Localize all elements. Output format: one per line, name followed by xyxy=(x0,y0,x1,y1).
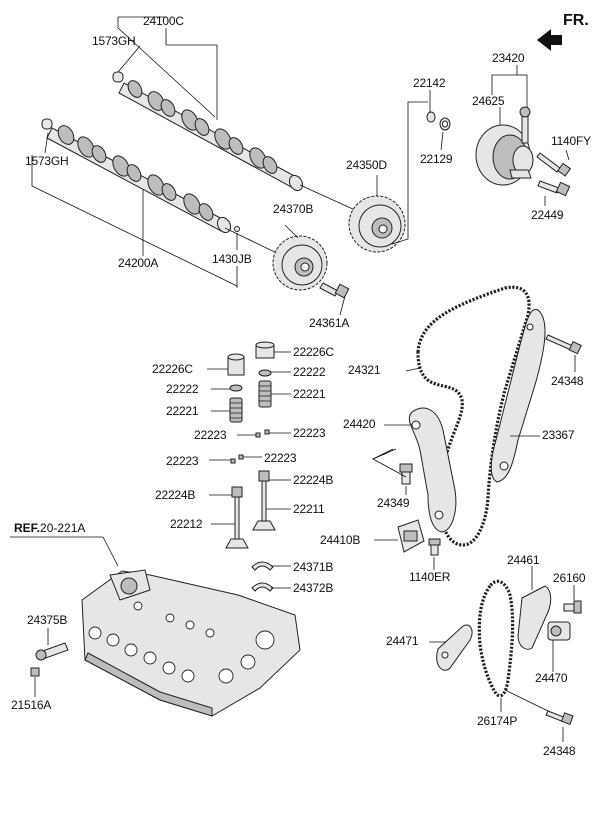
part-label-22129: 22129 xyxy=(420,152,453,166)
timing-chain xyxy=(416,285,531,547)
part-label-24100c: 24100C xyxy=(143,14,184,28)
part-label-22221-left: 22221 xyxy=(166,404,199,418)
part-label-24200a: 24200A xyxy=(118,256,159,270)
reference-number: 20-221A xyxy=(40,521,86,535)
part-label-26160: 26160 xyxy=(553,571,586,585)
valve-train-parts xyxy=(225,341,276,592)
part-label-24321: 24321 xyxy=(348,363,381,377)
part-label-23367: 23367 xyxy=(542,428,575,442)
part-label-24375b: 24375B xyxy=(27,613,68,627)
part-label-24370b: 24370B xyxy=(273,202,314,216)
reference-prefix: REF. xyxy=(14,521,41,535)
bolt-24348-top xyxy=(545,334,582,355)
lower-chain-guide xyxy=(436,624,473,671)
part-label-1573gh-left: 1573GH xyxy=(25,154,69,168)
part-label-22142: 22142 xyxy=(413,76,446,90)
part-label-22223-a: 22223 xyxy=(194,428,227,442)
hydraulic-tensioner xyxy=(397,519,425,553)
part-label-24372b: 24372B xyxy=(293,581,334,595)
part-label-22226c-right: 22226C xyxy=(293,345,334,359)
part-label-22221-right: 22221 xyxy=(293,387,326,401)
part-label-21516a: 21516A xyxy=(11,698,52,712)
cam-position-sensor xyxy=(35,642,69,661)
bolt-24348-bottom xyxy=(545,710,574,726)
oil-pump-chain xyxy=(477,579,515,698)
part-label-24361a: 24361A xyxy=(309,316,350,330)
part-label-22223-c: 22223 xyxy=(166,454,199,468)
part-label-22222-left: 22222 xyxy=(166,382,199,396)
cap-top xyxy=(112,71,124,83)
part-label-22224b-right: 22224B xyxy=(293,473,334,487)
exhaust-cvvt-sprocket xyxy=(272,235,328,291)
part-label-24410b: 24410B xyxy=(320,533,361,547)
bolt-1140er xyxy=(428,538,441,556)
direction-label: FR. xyxy=(563,12,589,29)
part-label-1430jb: 1430JB xyxy=(212,252,252,266)
bolt-21516a xyxy=(30,667,40,677)
bolt-24361a xyxy=(319,282,350,299)
part-label-22449: 22449 xyxy=(531,208,564,222)
part-label-22226c-left: 22226C xyxy=(152,362,193,376)
part-label-24350d: 24350D xyxy=(346,158,387,172)
part-label-22222-right: 22222 xyxy=(293,365,326,379)
bolt-24349 xyxy=(399,463,413,485)
part-label-26174p: 26174P xyxy=(477,714,518,728)
chain-guide xyxy=(408,407,457,533)
part-label-23420: 23420 xyxy=(492,51,525,65)
oil-control-valve-assembly xyxy=(475,106,534,186)
part-label-24420: 24420 xyxy=(343,417,376,431)
part-label-22211: 22211 xyxy=(293,502,325,516)
part-label-1140fy: 1140FY xyxy=(551,134,591,148)
lower-tensioner-arm xyxy=(517,585,552,650)
part-label-24461: 24461 xyxy=(507,553,540,567)
part-label-24348-bottom: 24348 xyxy=(543,744,576,758)
part-label-24348-top: 24348 xyxy=(551,374,584,388)
seal-22142 xyxy=(426,111,436,123)
part-label-22224b-left: 22224B xyxy=(155,488,196,502)
part-label-1573gh-top: 1573GH xyxy=(92,34,136,48)
dowel-pin xyxy=(234,226,240,232)
tensioner-arm xyxy=(490,308,546,483)
part-label-24349: 24349 xyxy=(377,496,410,510)
part-label-22223-b: 22223 xyxy=(293,426,326,440)
part-label-22212: 22212 xyxy=(170,517,203,531)
part-label-1140er: 1140ER xyxy=(409,570,451,584)
bolt-22449 xyxy=(537,180,571,197)
bolt-26160 xyxy=(563,600,582,614)
front-arrow-icon xyxy=(537,29,562,51)
part-label-24471: 24471 xyxy=(386,634,419,648)
cylinder-head xyxy=(81,569,301,717)
intake-camshaft xyxy=(112,71,304,192)
part-label-24371b: 24371B xyxy=(293,560,334,574)
intake-cvvt-sprocket xyxy=(348,195,406,253)
cap-left xyxy=(41,118,53,130)
part-label-24625: 24625 xyxy=(472,94,505,108)
part-label-22223-d: 22223 xyxy=(264,451,297,465)
exhaust-camshaft xyxy=(41,118,240,234)
lower-tensioner xyxy=(547,621,571,641)
bolt-1140fy xyxy=(536,152,572,177)
reference-label: REF.20-221A xyxy=(14,522,85,535)
part-label-24470: 24470 xyxy=(535,671,568,685)
